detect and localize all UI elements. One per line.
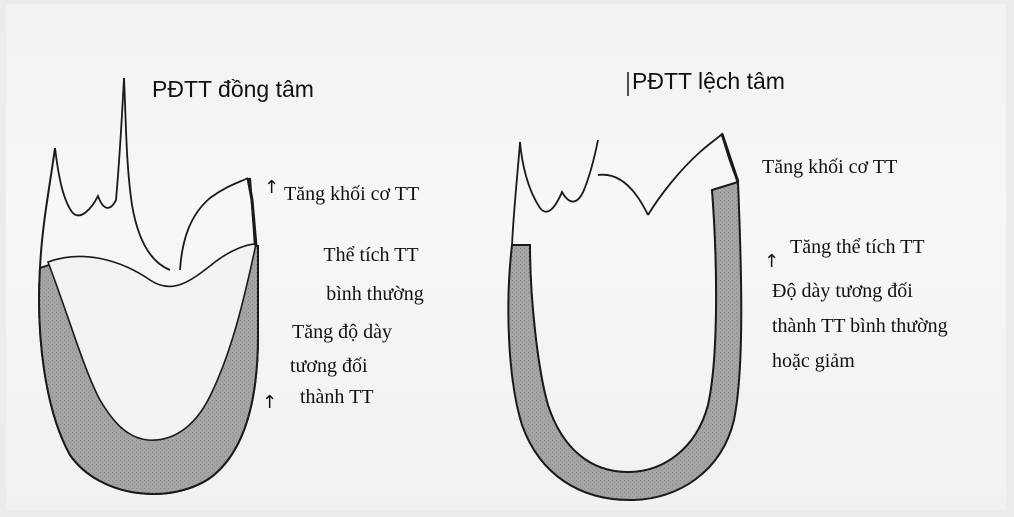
eccentric-apex-tip [722,134,738,182]
concentric-heart [39,78,258,494]
eccentric-mass-label: Tăng khối cơ TT [762,156,897,179]
eccentric-thickness-label-3: hoặc giảm [772,350,855,373]
eccentric-aorta [520,140,598,212]
eccentric-volume-label: Tăng thể tích TT [790,236,925,259]
concentric-volume-label-2: bình thường [310,283,440,306]
thickness-increase-arrow: ↑ [262,394,277,412]
concentric-title: PĐTT đồng tâm [152,76,314,102]
eccentric-septum [598,175,648,215]
concentric-volume-label-1: Thể tích TT [306,244,436,267]
eccentric-myocardium [508,182,741,500]
concentric-thickness-label-1: Tăng độ dày [292,321,392,344]
mass-increase-arrow: ↑ [264,179,279,197]
concentric-mass-label: Tăng khối cơ TT [284,183,419,206]
concentric-septum [124,78,170,270]
eccentric-heart [508,134,741,500]
eccentric-thickness-label-2: thành TT bình thường [772,315,948,338]
volume-increase-arrow: ↑ [764,253,779,271]
concentric-thickness-label-2: tương đối [290,355,368,378]
eccentric-cavity [530,190,716,472]
eccentric-outer-top [512,142,520,245]
concentric-apex-tip [248,178,256,246]
eccentric-title: PĐTT lệch tâm [632,68,785,94]
concentric-thickness-label-3: thành TT [300,386,374,409]
eccentric-thickness-label-1: Độ dày tương đối [772,280,913,303]
concentric-aorta [55,78,124,215]
